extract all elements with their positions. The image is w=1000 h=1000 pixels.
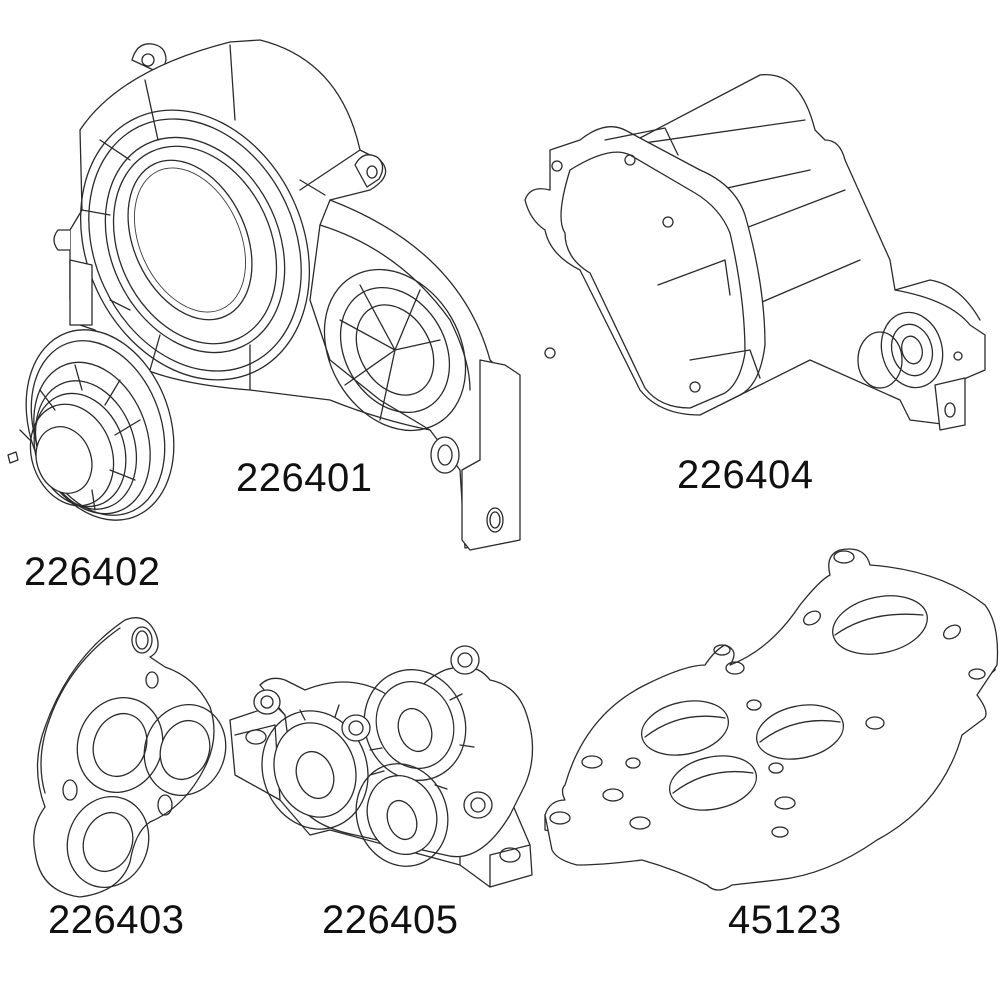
gear-cover-housing-icon xyxy=(53,39,521,551)
part-226402-drawing xyxy=(0,320,180,540)
part-label-226404: 226404 xyxy=(677,453,814,497)
part-226404-drawing xyxy=(480,60,1000,460)
transmission-case-icon xyxy=(524,74,986,431)
part-45123-drawing xyxy=(530,540,1000,891)
part-label-226405: 226405 xyxy=(322,898,459,942)
part-label-226402: 226402 xyxy=(24,550,161,594)
part-label-45123: 45123 xyxy=(728,898,842,942)
part-226405-drawing xyxy=(220,625,550,895)
gear-plate-icon xyxy=(33,617,227,898)
gear-cap-icon xyxy=(7,329,175,521)
mount-plate-icon xyxy=(544,548,999,891)
part-226401-drawing xyxy=(0,0,540,560)
transmission-mid-housing-icon xyxy=(229,645,534,888)
part-226403-drawing xyxy=(30,610,230,900)
part-label-226401: 226401 xyxy=(236,456,373,500)
part-label-226403: 226403 xyxy=(48,898,185,942)
